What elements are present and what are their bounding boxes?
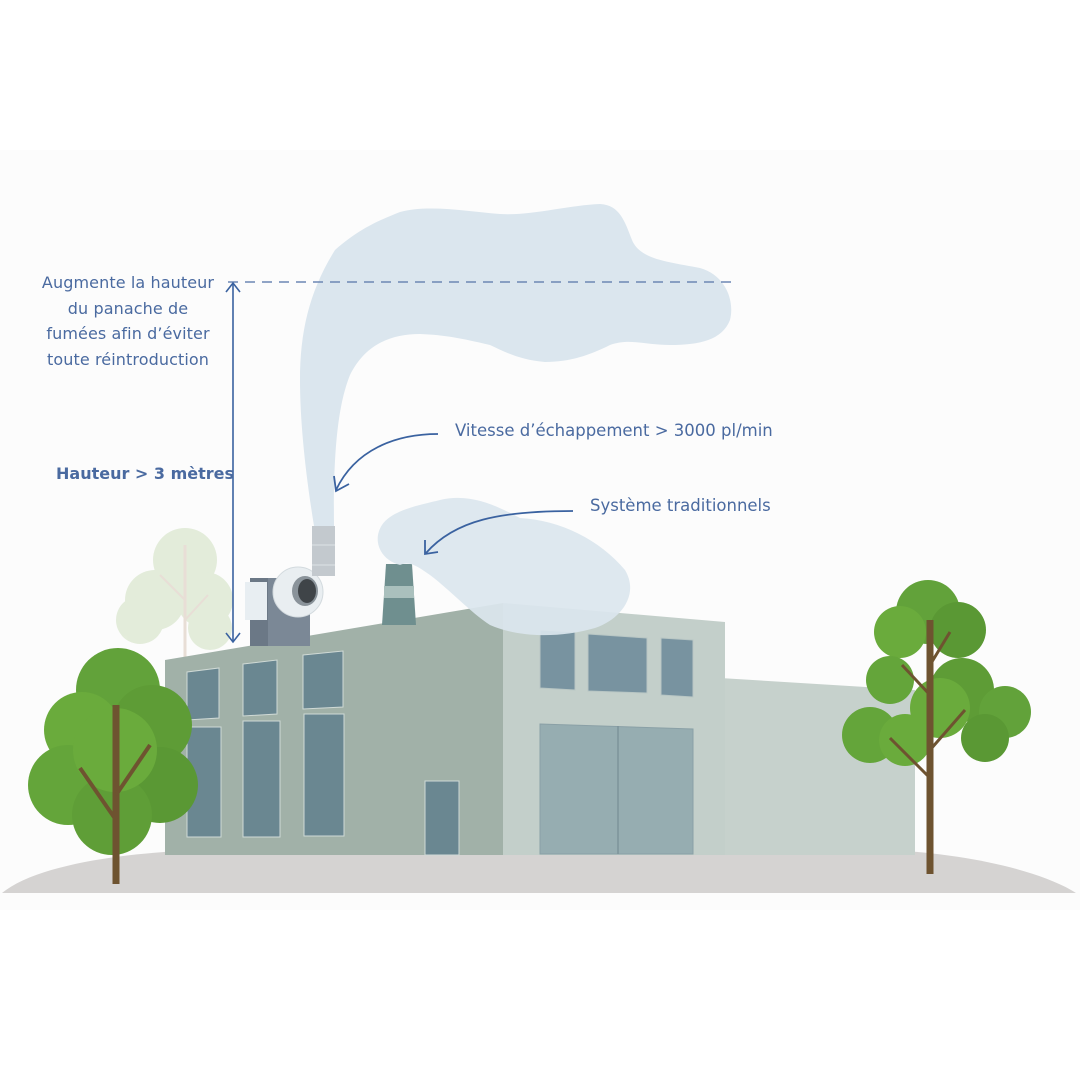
exhaust-stack [312,526,335,576]
left-tree [28,648,198,884]
exhaust-speed-arrow [333,433,439,493]
traditional-smoke [377,497,631,636]
traditional-chimney [382,564,416,625]
background-tree [116,528,233,660]
plume-height-annotation: Augmente la hauteur du panache de fumées… [28,270,228,372]
plume-height-line-2: du panache de [67,298,189,318]
side-windows [539,629,694,698]
plume-height-line-1: Augmente la hauteur [41,273,215,292]
front-door [424,780,460,856]
height-dimension-arrow [225,281,241,644]
height-annotation: Hauteur > 3 mètres [56,464,235,483]
plume-height-line-4: toute réintroduction [46,349,210,369]
high-plume-smoke [300,204,732,526]
exhaust-fan [245,566,324,646]
exhaust-speed-annotation: Vitesse d’échappement > 3000 pl/min [455,421,773,440]
plume-height-line-3: fumées afin d’éviter [46,324,210,343]
ground [2,850,1076,893]
front-windows [186,650,345,838]
building-annex [720,678,915,855]
traditional-system-annotation: Système traditionnels [590,496,771,515]
garage-door [539,723,694,855]
traditional-arrow [424,510,574,556]
right-tree [842,580,1031,874]
